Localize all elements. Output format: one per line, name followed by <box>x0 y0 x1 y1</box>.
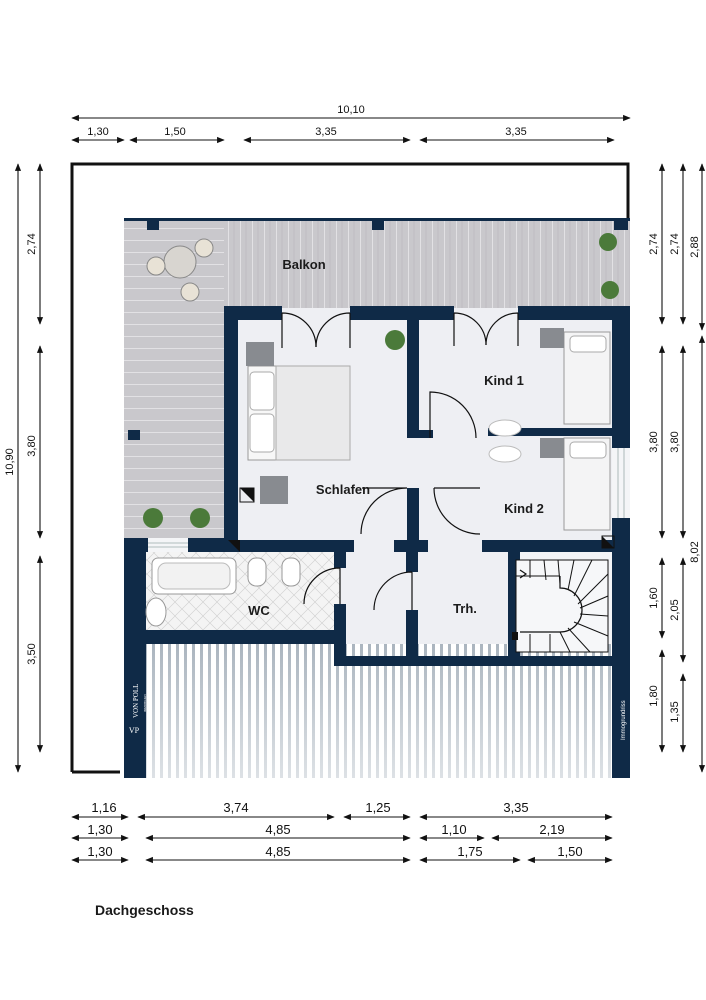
dim-bottom-2: 1,10 <box>441 822 466 837</box>
dim-bottom-2: 1,30 <box>87 822 112 837</box>
dim-bottom-2: 4,85 <box>265 822 290 837</box>
plot-outline <box>70 162 630 774</box>
dim-bottom-3: 1,75 <box>457 844 482 859</box>
walls <box>124 218 630 778</box>
dim-right-mid: 2,05 <box>669 599 681 620</box>
windows <box>148 448 630 552</box>
furniture <box>143 233 619 640</box>
dim-bottom-1: 3,74 <box>223 800 248 815</box>
dim-bottom-3: 1,50 <box>557 844 582 859</box>
brand-sub: IMMOBILIEN <box>143 694 147 712</box>
brand-logo-mark: VP <box>129 726 140 735</box>
dim-top-total: 10,10 <box>337 104 365 116</box>
dim-bottom-3: 4,85 <box>265 844 290 859</box>
dim-right-inner: 8,02 <box>689 541 701 562</box>
room-labels: Balkon Schlafen Kind 1 Kind 2 WC Trh. <box>248 257 544 618</box>
room-label-kind2: Kind 2 <box>504 501 544 516</box>
brand-tag: Immogrundriss <box>621 700 627 740</box>
dim-left: 2,74 <box>26 233 38 254</box>
dim-top: 1,50 <box>164 126 185 138</box>
doors <box>281 312 519 611</box>
dim-left-total: 10,90 <box>4 448 16 476</box>
room-label-kind1: Kind 1 <box>484 373 524 388</box>
dim-right-outer: 1,80 <box>648 685 660 706</box>
dim-bottom-1: 3,35 <box>503 800 528 815</box>
dim-top: 3,35 <box>505 126 526 138</box>
brand-logo: VP VON POLL IMMOBILIEN Immogrundriss <box>126 684 627 740</box>
dim-right-mid: 3,80 <box>669 431 681 452</box>
dim-right-mid: 2,74 <box>669 233 681 254</box>
room-label-schlafen: Schlafen <box>316 482 370 497</box>
dim-right-mid: 1,35 <box>669 701 681 722</box>
dim-bottom-3: 1,30 <box>87 844 112 859</box>
right-dimensions <box>658 163 706 773</box>
dim-bottom-1: 1,25 <box>365 800 390 815</box>
dim-left: 3,50 <box>26 643 38 664</box>
left-dimensions <box>14 163 44 773</box>
dim-right-outer: 3,80 <box>648 431 660 452</box>
brand-name: VON POLL <box>132 684 140 718</box>
room-label-treppenhaus: Trh. <box>453 601 477 616</box>
dim-bottom-1: 1,16 <box>91 800 116 815</box>
dim-right-outer: 2,74 <box>648 233 660 254</box>
bottom-dimensions <box>71 813 613 864</box>
dim-top: 3,35 <box>315 126 336 138</box>
dim-bottom-2: 2,19 <box>539 822 564 837</box>
room-label-balkon: Balkon <box>282 257 325 272</box>
lower-fade <box>124 644 630 778</box>
dim-right-outer: 1,60 <box>648 587 660 608</box>
dim-top: 1,30 <box>87 126 108 138</box>
dim-left: 3,80 <box>26 435 38 456</box>
top-dimensions <box>71 114 631 144</box>
staircase <box>515 559 609 653</box>
room-label-wc: WC <box>248 603 270 618</box>
dim-right-inner: 2,88 <box>689 236 701 257</box>
floor-title: Dachgeschoss <box>95 902 194 918</box>
